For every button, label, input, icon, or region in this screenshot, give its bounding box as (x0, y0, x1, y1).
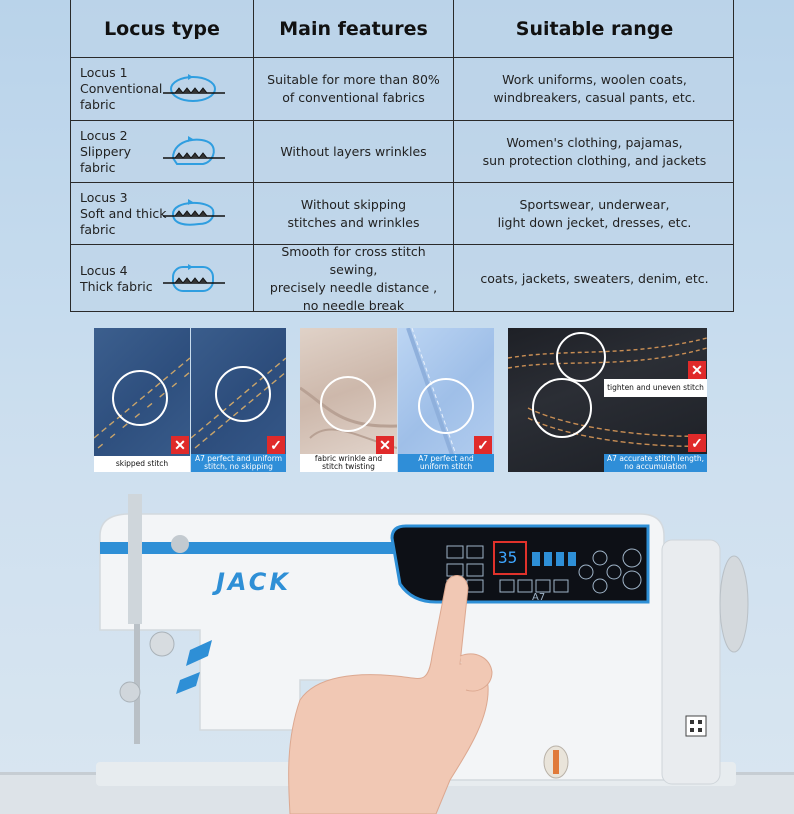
row-range: coats, jackets, sweaters, denim, etc. (480, 270, 709, 286)
a7-jeans-caption: A7 accurate stitch length, no accumulati… (604, 454, 707, 472)
jeans-comparison-panel: ✕ tighten and uneven stitch ✓ A7 accurat… (508, 328, 707, 472)
a7-denim-photo: ✓ A7 perfect and uniform stitch, no skip… (191, 328, 286, 472)
row-range: Women's clothing, pajamas, sun protectio… (482, 134, 707, 168)
row-features: Smooth for cross stitch sewing, precisel… (269, 243, 438, 313)
header-main-features: Main features (279, 17, 428, 40)
row-range: Sportswear, underwear, light down jecket… (497, 196, 692, 230)
brand-logo: JACK (216, 568, 291, 596)
locus-label: Locus 4 Thick fabric (80, 262, 153, 294)
a7-denim-caption: A7 perfect and uniform stitch, no skippi… (191, 454, 286, 472)
header-locus-type: Locus type (104, 17, 220, 40)
table-header-row: Locus type Main features Suitable range (71, 0, 733, 58)
approve-check-icon: ✓ (688, 434, 706, 452)
locus-3-trajectory-icon (163, 198, 225, 226)
locus-4-trajectory-icon (163, 263, 225, 292)
header-suitable-range: Suitable range (515, 17, 674, 40)
row-features: Without layers wrinkles (280, 143, 427, 159)
sewing-machine-illustration (0, 494, 794, 814)
highlight-circle (556, 332, 606, 382)
highlight-circle (112, 370, 168, 426)
locus-1-trajectory-icon (163, 74, 225, 102)
locus-comparison-table: Locus type Main features Suitable range … (70, 0, 734, 313)
highlight-circle (532, 378, 592, 438)
table-row: Locus 3 Soft and thick fabric Without sk… (71, 183, 733, 245)
table-row: Locus 2 Slippery fabric Without layers w… (71, 121, 733, 183)
reject-cross-icon: ✕ (376, 436, 394, 454)
table-row: Locus 4 Thick fabric Smooth for cross st… (71, 243, 733, 313)
a7-light-fabric-caption: A7 perfect and uniform stitch (398, 454, 494, 472)
denim-comparison-panel: ✕ skipped stitch ✓ A7 perfect and unifor… (94, 328, 286, 472)
approve-check-icon: ✓ (474, 436, 492, 454)
highlight-circle (215, 366, 271, 422)
locus-2-trajectory-icon (163, 135, 225, 165)
fabric-wrinkle-photo: ✕ fabric wrinkle and stitch twisting (300, 328, 397, 472)
stitch-display-value: 35 (498, 548, 518, 567)
reject-cross-icon: ✕ (171, 436, 189, 454)
table-row: Locus 1 Conventional fabric Suitable for… (71, 58, 733, 121)
locus-label: Locus 1 Conventional fabric (80, 65, 163, 112)
a7-light-fabric-photo: ✓ A7 perfect and uniform stitch (398, 328, 494, 472)
highlight-circle (418, 378, 474, 434)
model-label: A7 (532, 592, 546, 603)
tighten-stitch-caption: tighten and uneven stitch (604, 379, 707, 397)
highlight-circle (320, 376, 376, 432)
locus-label: Locus 3 Soft and thick fabric (80, 189, 167, 237)
approve-check-icon: ✓ (267, 436, 285, 454)
skipped-stitch-caption: skipped stitch (94, 456, 190, 472)
reject-cross-icon: ✕ (688, 361, 706, 379)
row-range: Work uniforms, woolen coats, windbreaker… (493, 72, 696, 105)
row-features: Suitable for more than 80% of convention… (267, 72, 440, 105)
fabric-wrinkle-caption: fabric wrinkle and stitch twisting (300, 454, 397, 472)
sewing-machine-scene: JACK A7 35 (0, 480, 794, 814)
row-features: Without skipping stitches and wrinkles (287, 196, 420, 230)
light-fabric-comparison-panel: ✕ fabric wrinkle and stitch twisting ✓ A… (300, 328, 494, 472)
locus-label: Locus 2 Slippery fabric (80, 127, 131, 175)
skipped-stitch-photo: ✕ skipped stitch (94, 328, 190, 472)
